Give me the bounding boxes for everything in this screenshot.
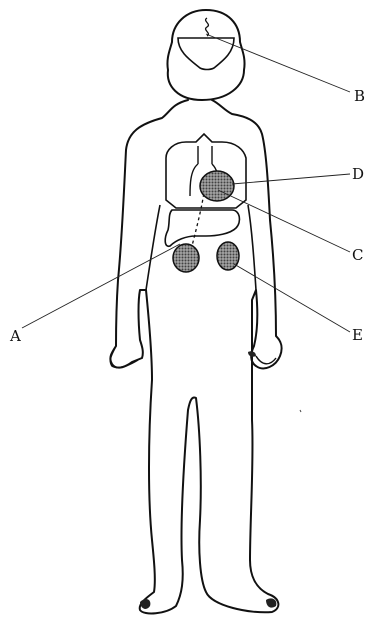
right-hand-fingers (256, 356, 276, 364)
pointer-line-a (22, 244, 180, 328)
right-foot-toes (266, 598, 276, 607)
label-b: B (354, 89, 365, 104)
kidney-right (217, 242, 239, 270)
label-a: A (10, 329, 21, 344)
head-outline (167, 10, 244, 100)
organ-d (200, 171, 234, 201)
label-d: D (352, 167, 364, 182)
label-c: C (352, 248, 363, 263)
stray-mark (300, 410, 301, 412)
left-foot-toes (140, 599, 150, 609)
right-hand-nail (248, 351, 256, 357)
stomach (165, 210, 239, 246)
kidney-left (173, 244, 199, 272)
arm-inner-line-left (146, 205, 160, 290)
left-hand (110, 346, 138, 368)
pointer-line-d (232, 174, 350, 184)
arm-inner-line-right (248, 205, 256, 290)
label-e: E (352, 328, 363, 343)
